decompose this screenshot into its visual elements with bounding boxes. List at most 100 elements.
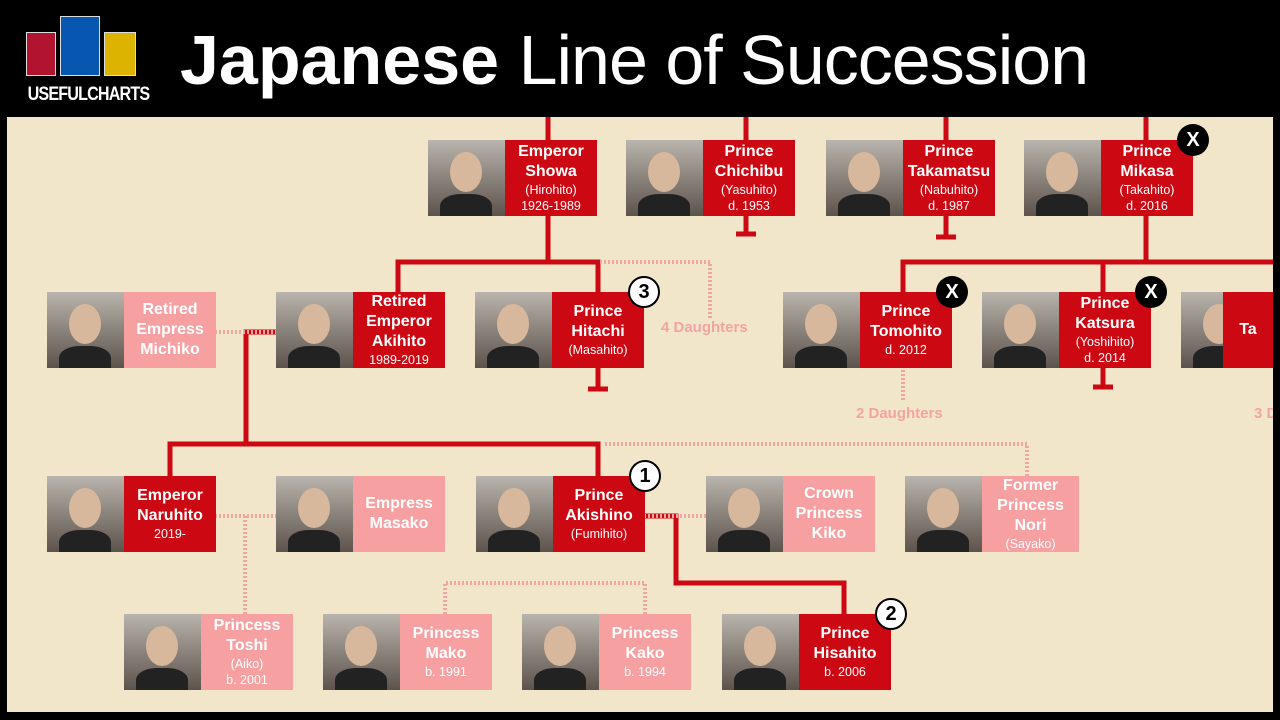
portrait-photo bbox=[626, 140, 703, 216]
tree-connectors bbox=[167, 117, 1273, 614]
family-tree bbox=[7, 117, 1273, 712]
portrait-photo bbox=[475, 292, 552, 368]
deceased-badge: X bbox=[936, 276, 968, 308]
portrait-photo bbox=[706, 476, 783, 552]
name-line: Prince bbox=[820, 625, 870, 642]
detail-line: d. 2016 bbox=[1126, 199, 1168, 213]
title-bold: Japanese bbox=[180, 21, 500, 99]
portrait-photo bbox=[323, 614, 400, 690]
person-card-takamado: Ta bbox=[1181, 292, 1273, 368]
name-line: Hitachi bbox=[571, 323, 625, 340]
detail-line: b. 1994 bbox=[624, 665, 666, 679]
portrait-photo bbox=[47, 476, 124, 552]
portrait-photo bbox=[722, 614, 799, 690]
name-line: Prince bbox=[1122, 143, 1172, 160]
name-line: Showa bbox=[525, 163, 577, 180]
portrait-photo bbox=[783, 292, 860, 368]
name-line: Princess bbox=[412, 625, 480, 642]
name-line: Prince bbox=[924, 143, 974, 160]
name-line: Princess bbox=[997, 497, 1064, 514]
portrait-photo bbox=[428, 140, 505, 216]
detail-line: b. 2006 bbox=[824, 665, 866, 679]
name-line: Ta bbox=[1239, 321, 1257, 338]
name-line: Katsura bbox=[1075, 315, 1135, 332]
detail-line: (Nabuhito) bbox=[919, 183, 979, 197]
name-line: Princess bbox=[795, 505, 863, 522]
logo-text: USEFULCHARTS bbox=[27, 84, 151, 105]
succession-rank-badge: 2 bbox=[875, 598, 907, 630]
portrait-photo bbox=[1181, 292, 1223, 368]
portrait-photo bbox=[276, 476, 353, 552]
name-line: Masako bbox=[369, 515, 429, 532]
name-line: Tomohito bbox=[870, 323, 942, 340]
detail-line: (Takahito) bbox=[1119, 183, 1175, 197]
name-line: Prince bbox=[724, 143, 774, 160]
portrait-photo bbox=[124, 614, 201, 690]
title-rest: Line of Succession bbox=[518, 21, 1090, 99]
portrait-photo bbox=[47, 292, 124, 368]
name-line: Emperor bbox=[137, 487, 203, 504]
name-line: Emperor bbox=[518, 143, 584, 160]
detail-line: 1926-1989 bbox=[521, 199, 581, 213]
name-line: Michiko bbox=[140, 341, 200, 358]
detail-line: b. 2001 bbox=[226, 673, 268, 687]
portrait-photo bbox=[522, 614, 599, 690]
name-line: Naruhito bbox=[137, 507, 203, 524]
name-line: Prince bbox=[1080, 295, 1130, 312]
succession-rank-badge: 3 bbox=[628, 276, 660, 308]
name-line: Chichibu bbox=[714, 163, 784, 180]
succession-rank-badge: 1 bbox=[629, 460, 661, 492]
name-line: Former bbox=[1002, 477, 1059, 494]
portrait-photo bbox=[1024, 140, 1101, 216]
name-line: Princess bbox=[611, 625, 679, 642]
name-line: Empress bbox=[136, 321, 204, 338]
detail-line: (Aiko) bbox=[230, 657, 264, 671]
usefulcharts-logo: USEFULCHARTS bbox=[18, 16, 151, 106]
detail-line: b. 1991 bbox=[425, 665, 467, 679]
tomohito-daughters-note: 2 Daughters bbox=[856, 405, 943, 422]
detail-line: (Yasuhito) bbox=[720, 183, 778, 197]
detail-line: (Yoshihito) bbox=[1075, 335, 1135, 349]
detail-line: (Hirohito) bbox=[525, 183, 577, 197]
portrait-photo bbox=[276, 292, 353, 368]
takamado-daughters-note: 3 Daughters bbox=[1254, 405, 1273, 422]
name-line: Crown bbox=[804, 485, 854, 502]
deceased-badge: X bbox=[1177, 124, 1209, 156]
detail-line: (Fumihito) bbox=[570, 527, 628, 541]
name-line: Kiko bbox=[811, 525, 847, 542]
name-line: Empress bbox=[365, 495, 433, 512]
deceased-badge: X bbox=[1135, 276, 1167, 308]
detail-line: d. 1953 bbox=[728, 199, 770, 213]
name-line: Prince bbox=[574, 487, 624, 504]
name-line: Mako bbox=[425, 645, 467, 662]
portrait-photo bbox=[982, 292, 1059, 368]
